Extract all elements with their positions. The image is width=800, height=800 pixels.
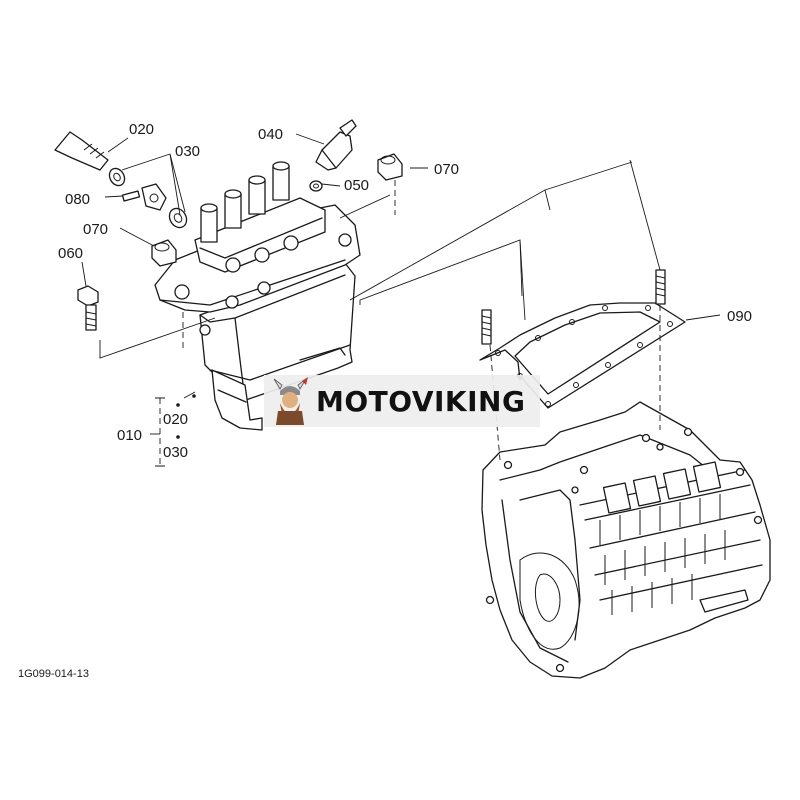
banjo-fitting-080 [121, 183, 167, 211]
label-030-bracket: 030 [163, 444, 188, 461]
delivery-valve-holder-3 [248, 175, 266, 215]
delivery-valve-holder-4 [272, 161, 290, 201]
bolt-060 [77, 285, 99, 331]
brand-name: MOTOVIKING [316, 384, 526, 418]
washer-030-a [108, 167, 126, 187]
injection-pump [154, 161, 361, 431]
label-030-top: 030 [175, 143, 200, 160]
label-050: 050 [344, 177, 369, 194]
dot-010 [192, 394, 196, 398]
label-020-top: 020 [129, 121, 154, 138]
stud-right [655, 269, 666, 305]
label-080: 080 [65, 191, 90, 208]
viking-logo-icon [273, 377, 308, 425]
washer-050 [309, 180, 323, 192]
watermark-banner: MOTOVIKING [264, 375, 540, 427]
label-070-right: 070 [434, 161, 459, 178]
delivery-valve-holder-1 [200, 203, 218, 243]
dot-020 [176, 403, 180, 407]
label-010: 010 [117, 427, 142, 444]
dot-030 [176, 435, 180, 439]
cap-nut-070-left [151, 239, 177, 267]
cap-nut-070-right [377, 153, 403, 181]
banjo-bolt-020 [54, 131, 109, 171]
leader-lines [81, 133, 721, 467]
engine-block [481, 401, 771, 679]
label-020-bracket: 020 [163, 411, 188, 428]
label-070-left: 070 [83, 221, 108, 238]
label-090: 090 [727, 308, 752, 325]
washer-030-b [168, 207, 188, 229]
stud-left [481, 309, 492, 345]
figure-code: 1G099-014-13 [18, 668, 89, 680]
label-060: 060 [58, 245, 83, 262]
label-040: 040 [258, 126, 283, 143]
delivery-valve-holder-2 [224, 189, 242, 229]
air-bleed-screw-040 [315, 119, 357, 171]
